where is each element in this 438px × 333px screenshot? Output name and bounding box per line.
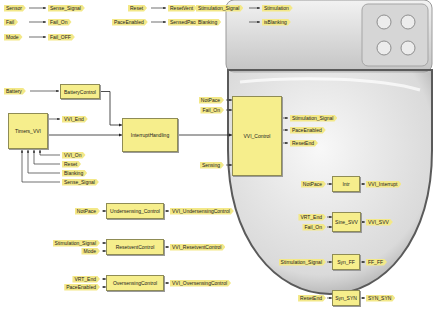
signal-tag: ResetEnd <box>298 295 326 302</box>
signal-tag: FF_FF <box>366 259 387 266</box>
block-name: Timers_VVI <box>15 128 41 134</box>
process-block: Syn_FF <box>332 254 360 270</box>
process-block: Sine_SVV <box>332 212 361 232</box>
signal-tag: ResetVent <box>168 5 197 12</box>
signal-tag: Blanking <box>196 19 221 26</box>
process-block: BatteryControl <box>60 84 100 99</box>
signal-tag: Stimulation <box>262 5 293 12</box>
signal-tag: NotPace <box>301 181 326 188</box>
signal-tag: VRT_End <box>72 276 100 283</box>
block-name: BatteryControl <box>64 89 96 95</box>
process-block: Undersensing_Control <box>106 203 164 219</box>
signal-tag: Fail_On <box>302 224 326 231</box>
signal-tag: PaceEnabled <box>64 284 100 291</box>
signal-line <box>48 135 122 136</box>
signal-tag: Reset <box>62 161 81 168</box>
signal-tag: Sensor <box>4 5 26 12</box>
process-block: Timers_VVI <box>8 113 48 149</box>
process-block: Syn_SYN <box>332 290 360 306</box>
signal-tag: VVI_Interrupt <box>366 181 401 188</box>
header-block <box>226 0 432 72</box>
signal-tag: VVI_ResetventControl <box>170 244 225 251</box>
block-name: Sine_SVV <box>335 219 358 225</box>
body-highlight <box>240 79 420 90</box>
process-block: ResetventControl <box>106 239 164 255</box>
signal-tag: VVI_UndersensingControl <box>170 208 234 215</box>
connector-port <box>401 15 415 29</box>
signal-tag: Sense_Signal <box>48 5 85 12</box>
block-name: VVI_Control <box>244 133 271 139</box>
block-name: OversensingControl <box>113 280 157 286</box>
signal-tag: VRT_End <box>298 214 326 221</box>
process-block: Intr <box>332 176 360 192</box>
signal-tag: Stimulation_Signal <box>279 259 326 266</box>
signal-tag: PaceEnabled <box>112 19 148 26</box>
block-name: InterruptHandling <box>131 132 169 138</box>
signal-tag: VVI_End <box>62 116 88 123</box>
block-name: Intr <box>342 181 349 187</box>
block-name: Undersensing_Control <box>110 208 160 214</box>
signal-tag: Mode <box>81 248 100 255</box>
signal-tag: VVI_On <box>62 152 86 159</box>
signal-line <box>178 135 232 136</box>
signal-tag: VVI_OversensingControl <box>170 280 231 287</box>
signal-tag: Stimulation_Signal <box>53 240 100 247</box>
connector-block <box>362 4 428 66</box>
signal-tag: Stimulation_Signal <box>196 5 243 12</box>
block-name: Syn_FF <box>337 259 355 265</box>
process-block: VVI_Control <box>232 96 282 176</box>
signal-wires <box>22 8 365 298</box>
signal-tag: Fail <box>4 19 18 26</box>
signal-tag: Sense_Signal <box>62 179 99 186</box>
block-name: ResetventControl <box>116 244 155 250</box>
signal-tag: SYN_SYN <box>366 295 395 302</box>
connector-port <box>401 41 415 55</box>
signal-tag: Stimulation_Signal <box>290 115 337 122</box>
process-block: OversensingControl <box>106 275 164 291</box>
signal-tag: Battery <box>4 88 26 95</box>
connector-port <box>377 41 391 55</box>
signal-tag: Sensing <box>200 162 224 169</box>
signal-tag: NotPace <box>199 97 224 104</box>
signal-tag: Fail_OFF <box>48 34 75 41</box>
connector-port <box>377 15 391 29</box>
signal-tag: Fail_On <box>48 19 72 26</box>
signal-tag: Reset <box>128 5 147 12</box>
signal-tag: PaceEnabled <box>290 127 326 134</box>
signal-tag: Fail_On <box>200 107 224 114</box>
signal-line <box>100 92 122 126</box>
process-block: InterruptHandling <box>122 118 178 152</box>
signal-tag: Mode <box>4 34 23 41</box>
signal-tag: isBlanking <box>262 19 291 26</box>
signal-tag: Blanking <box>62 170 87 177</box>
signal-tag: NotPace <box>75 208 100 215</box>
signal-tag: VVI_SVV <box>366 219 393 226</box>
pacemaker-body <box>228 70 432 294</box>
block-name: Syn_SYN <box>335 295 357 301</box>
signal-tag: ResetEnd <box>290 140 318 147</box>
